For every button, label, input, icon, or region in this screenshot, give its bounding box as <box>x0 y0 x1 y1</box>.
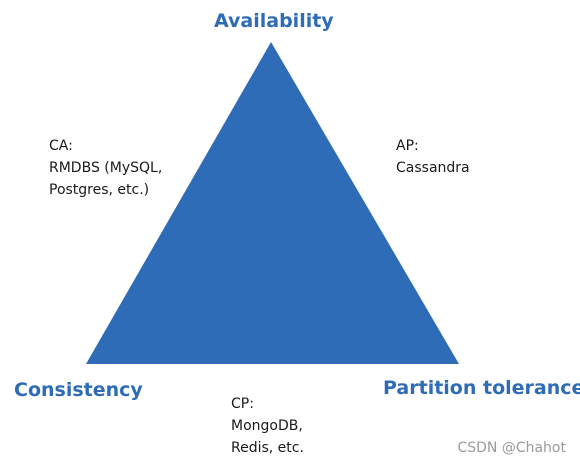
edge-label-cp: CP: MongoDB, Redis, etc. <box>231 393 304 459</box>
cp-line1: MongoDB, <box>231 418 303 434</box>
cp-line2: Redis, etc. <box>231 440 304 456</box>
ca-line1: RMDBS (MySQL, <box>49 160 163 176</box>
ap-title: AP: <box>396 138 419 154</box>
vertex-consistency: Consistency <box>14 379 143 401</box>
cp-title: CP: <box>231 396 254 412</box>
edge-label-ca: CA: RMDBS (MySQL, Postgres, etc.) <box>49 135 162 201</box>
triangle-shape <box>86 42 459 364</box>
vertex-availability: Availability <box>214 10 334 32</box>
edge-label-ap: AP: Cassandra <box>396 135 470 179</box>
watermark: CSDN @Chahot <box>457 440 566 456</box>
ca-title: CA: <box>49 138 73 154</box>
ap-line1: Cassandra <box>396 160 470 176</box>
ca-line2: Postgres, etc.) <box>49 182 150 198</box>
vertex-partition-tolerance: Partition tolerance <box>383 377 580 399</box>
